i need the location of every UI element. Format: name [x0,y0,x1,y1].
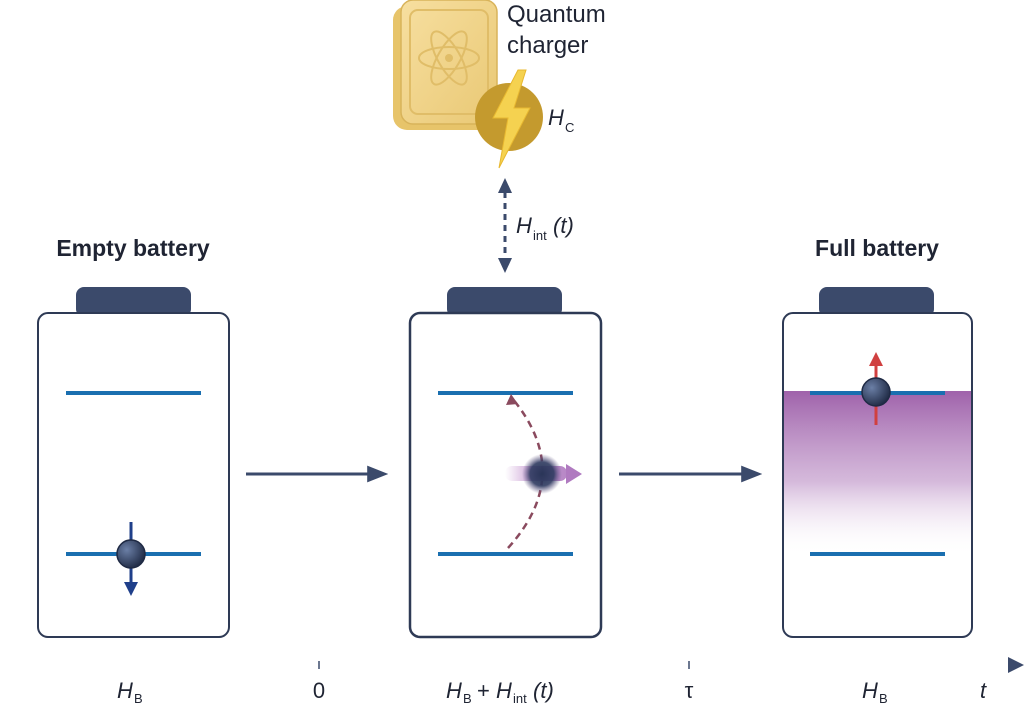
transition-path-arrowhead [506,394,518,405]
particle-superposition [522,454,562,494]
hamiltonian-battery-right-subscript: B [879,691,888,703]
charging-battery [408,287,603,639]
coupling-argument: (t) [553,213,574,238]
hamiltonian-middle-battery: H [446,678,462,703]
hamiltonian-middle-interaction-subscript: int [513,691,527,703]
hamiltonian-battery-left: H [117,678,133,703]
interaction-coupling-arrow [498,178,512,273]
tick-label-end: τ [685,678,694,703]
battery-terminal-cap [447,287,562,317]
particle-ground-state [116,539,146,569]
particle-excited-state [861,377,891,407]
hamiltonian-battery-right: H [862,678,878,703]
hamiltonian-middle-plus: + [477,678,490,703]
hamiltonian-middle-interaction: H [496,678,512,703]
transition-path [507,397,544,549]
charger-label-line2: charger [507,32,588,59]
full-battery-title: Full battery [815,235,939,261]
tick-label-start: 0 [313,678,325,703]
time-axis-arrowhead [1008,657,1024,673]
charger-hamiltonian-symbol: H [548,105,564,130]
coupling-subscript: int [533,228,547,243]
time-axis-label: t [980,678,987,703]
particle-motion-arrowhead [566,464,582,484]
hamiltonian-middle-battery-subscript: B [463,691,472,703]
lightning-bolt-icon [492,69,531,169]
empty-battery [37,287,230,638]
hamiltonian-middle-interaction-argument: (t) [533,678,554,703]
battery-terminal-cap [819,287,934,317]
quantum-charger: Quantum charger H C [393,0,606,169]
coupling-symbol: H [516,213,532,238]
charger-inner-border [409,9,489,115]
hamiltonian-battery-left-subscript: B [134,691,143,703]
battery-terminal-cap [76,287,191,317]
charger-label-line1: Quantum [507,1,606,28]
atom-icon [418,30,480,86]
time-axis [0,657,1024,673]
empty-battery-title: Empty battery [56,235,210,261]
charger-hamiltonian-subscript: C [565,120,574,135]
full-battery [782,287,973,638]
